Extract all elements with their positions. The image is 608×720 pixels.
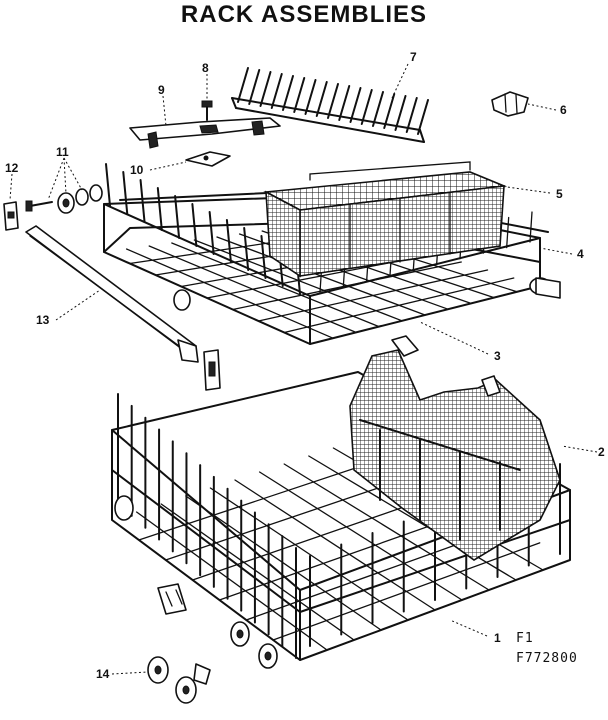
- callout-4: 4: [577, 247, 584, 261]
- callout-7: 7: [410, 50, 417, 64]
- callout-10: 10: [130, 163, 144, 177]
- part-12-end-cap: [3, 201, 19, 231]
- callout-3: 3: [494, 349, 501, 363]
- callout-9: 9: [158, 83, 165, 97]
- part-7-tine-row: [231, 67, 429, 143]
- part-2-lower-basket: [349, 335, 561, 561]
- lower-rack-wheels: [114, 495, 278, 669]
- part-5-upper-basket: [263, 161, 508, 278]
- part-13-rail: [25, 225, 221, 391]
- leader-lines: [9, 63, 598, 675]
- figure-code-line1: F1: [516, 631, 534, 646]
- callout-1: 1: [494, 631, 501, 645]
- part-11-roller-set: [25, 184, 103, 214]
- callout-11: 11: [56, 145, 69, 159]
- part-8-screw: [201, 100, 213, 121]
- callout-6: 6: [560, 103, 567, 117]
- part-14-wheel-assembly: [147, 583, 211, 704]
- callout-12: 12: [5, 161, 19, 175]
- part-6-clip: [491, 91, 529, 117]
- callout-2: 2: [598, 445, 605, 459]
- callout-8: 8: [202, 61, 209, 75]
- figure-code-line2: F772800: [516, 651, 578, 666]
- callout-13: 13: [36, 313, 50, 327]
- diagram-title: RACK ASSEMBLIES: [180, 1, 428, 28]
- callout-5: 5: [556, 187, 563, 201]
- part-9-bracket: [129, 117, 281, 149]
- part-10-plate: [185, 151, 231, 167]
- callout-labels: 1 2 3 4 5 6 7 8 9 10 11 12 13 14: [5, 50, 605, 681]
- callout-14: 14: [96, 667, 110, 681]
- figure-code: F1 F772800: [516, 631, 578, 666]
- part-1-lower-rack: [111, 371, 571, 661]
